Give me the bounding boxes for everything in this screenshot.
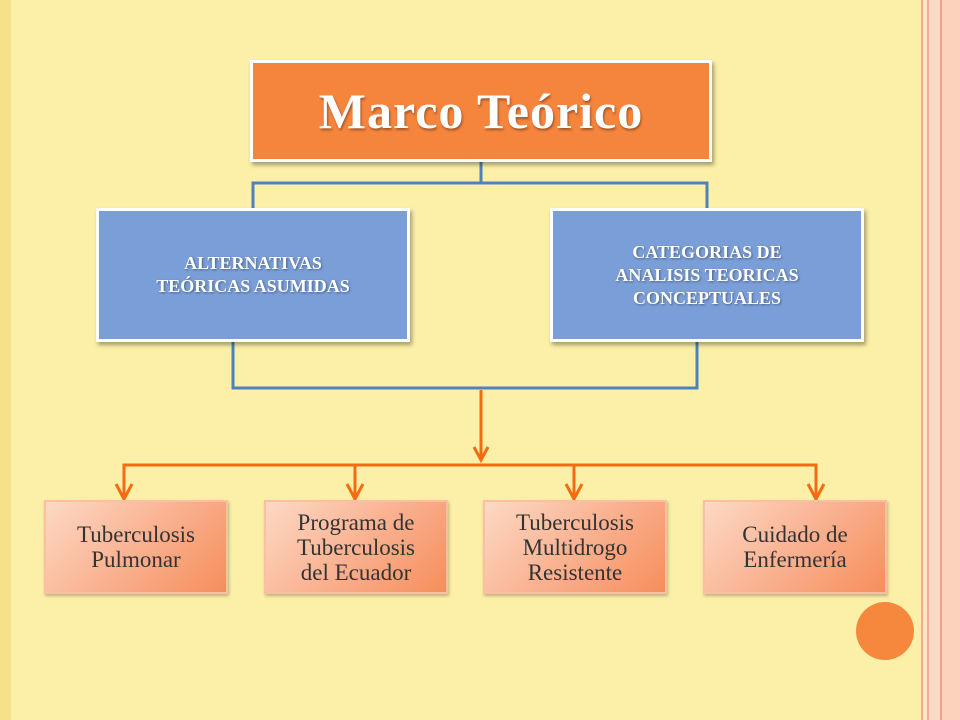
right-decorative-band — [920, 0, 960, 720]
orange-connector-group — [114, 390, 826, 503]
category-label-categorias: CATEGORIAS DE ANALISIS TEORICAS CONCEPTU… — [615, 241, 799, 308]
topic-label-cuidado-enfermeria: Cuidado de Enfermería — [742, 522, 848, 572]
topic-label-programa-tuberculosis: Programa de Tuberculosis del Ecuador — [297, 509, 415, 585]
diagram-title: Marco Teórico — [318, 83, 644, 139]
arrow-head-3 — [564, 483, 584, 503]
category-join-line — [231, 342, 699, 390]
category-box-categorias: CATEGORIAS DE ANALISIS TEORICAS CONCEPTU… — [550, 208, 864, 342]
title-branch-line — [251, 181, 709, 208]
topic-box-tuberculosis-multidrogo: Tuberculosis Multidrogo Resistente — [483, 500, 667, 594]
topic-label-tuberculosis-pulmonar: Tuberculosis Pulmonar — [77, 522, 195, 572]
topic-box-programa-tuberculosis: Programa de Tuberculosis del Ecuador — [264, 500, 448, 594]
decorative-circle — [856, 602, 914, 660]
down-arrow-main-head — [472, 446, 490, 464]
topic-box-tuberculosis-pulmonar: Tuberculosis Pulmonar — [44, 500, 228, 594]
arrow-head-4 — [806, 483, 826, 503]
marco-teorico-box: Marco Teórico — [250, 60, 712, 162]
topic-branch-line — [122, 463, 818, 498]
category-box-alternativas: ALTERNATIVAS TEÓRICAS ASUMIDAS — [96, 208, 410, 342]
topic-box-cuidado-enfermeria: Cuidado de Enfermería — [703, 500, 887, 594]
arrow-head-2 — [345, 483, 365, 503]
left-border-stripe — [0, 0, 11, 720]
category-label-alternativas: ALTERNATIVAS TEÓRICAS ASUMIDAS — [156, 253, 350, 296]
topic-label-tuberculosis-multidrogo: Tuberculosis Multidrogo Resistente — [516, 509, 634, 585]
blue-connector-group — [231, 162, 709, 390]
arrow-head-1 — [114, 483, 134, 503]
